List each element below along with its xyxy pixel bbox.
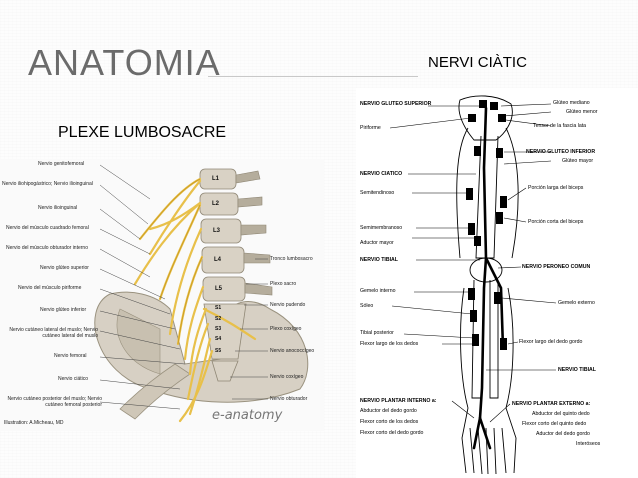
label-nervio-plantar-interno: NERVIO PLANTAR INTERNO a: (360, 398, 437, 404)
label-nervio-ciatico: NERVIO CIATICO (360, 171, 403, 177)
plexus-drawing (94, 164, 309, 423)
leg-drawing (389, 95, 557, 475)
label-nervio-gluteo-inferior: NERVIO GLUTEO INFERIOR (526, 149, 596, 155)
label-semitendinoso: Semitendinoso (360, 190, 395, 196)
vertebra-l1: L1 (212, 176, 220, 182)
label-flexor-largo-dedos: Flexor largo de los dedos (360, 341, 419, 347)
label-interoseos: Interóseos (576, 441, 601, 447)
label-aductor-mayor: Aductor mayor (360, 240, 394, 246)
right-figure-title: NERVI CIÀTIC (428, 54, 527, 71)
label-piriforme-right: Piriforme (360, 125, 381, 131)
label-flexor-corto-quinto-dedo: Flexor corto del quinto dedo (522, 421, 587, 427)
vertebra-s2: S2 (215, 316, 222, 322)
vertebra-l4: L4 (214, 257, 222, 263)
label-gluteo-menor: Glúteo menor (566, 109, 598, 115)
label-piriforme: Nervio del músculo piriforme (18, 285, 82, 291)
muscle-markers (466, 100, 507, 350)
e-anatomy-logo: e-anatomy (212, 408, 283, 423)
vertebra-l3: L3 (213, 228, 221, 234)
label-soleo: Sóleo (360, 303, 374, 309)
label-iliohipogastrico: Nervio iliohipogástrico; Nervio ilioingu… (2, 181, 93, 187)
label-gluteo-superior: Nervio glúteo superior (40, 265, 89, 271)
label-porcion-larga-biceps: Porción larga del biceps (528, 185, 584, 191)
label-flexor-corto-dedo-gordo: Flexor corto del dedo gordo (360, 430, 424, 436)
vertebra-l2: L2 (212, 201, 220, 207)
label-obturador-interno: Nervio del músculo obturador interno (6, 245, 88, 251)
label-ciatico: Nervio ciático (58, 376, 89, 382)
label-cuadrado-femoral: Nervio del músculo cuadrado femoral (6, 225, 89, 231)
label-femoral: Nervio femoral (54, 353, 87, 359)
label-ilioinguinal: Nervio ilioinguinal (38, 205, 78, 211)
label-abductor-dedo-gordo: Abductor del dedo gordo (360, 408, 417, 414)
vertebra-s4: S4 (215, 336, 222, 342)
label-gluteo-mayor: Glúteo mayor (562, 158, 594, 164)
label-obturador: Nervio obturador (270, 396, 308, 402)
label-cutaneo-posterior: Nervio cutáneo posterior del muslo; Nerv… (7, 396, 103, 408)
label-gluteo-mediano: Glúteo mediano (553, 100, 590, 106)
label-tensor-fascia-lata: Tensor de la fascia lata (533, 123, 587, 129)
label-tronco-lumbosacro: Tronco lumbosacro (270, 256, 313, 262)
label-nervio-plantar-externo: NERVIO PLANTAR EXTERNO a: (512, 401, 591, 407)
label-pudendo: Nervio pudendo (270, 302, 306, 308)
title-underline (208, 76, 418, 77)
label-nervio-tibial-right: NERVIO TIBIAL (558, 367, 596, 373)
lumbosacral-plexus-illustration: Nervio genitofemoral Nervio iliohipogást… (0, 159, 324, 431)
leg-outline (456, 95, 519, 475)
label-nervio-tibial-left: NERVIO TIBIAL (360, 257, 398, 263)
label-plexo-coxigeo: Plexo coxígeo (270, 326, 302, 332)
label-nervio-peroneo-comun: NERVIO PERONEO COMUN (522, 264, 591, 270)
vertebral-column (199, 168, 247, 382)
illustration-credit: Illustration: A.Micheau, MD (4, 420, 64, 426)
label-flexor-corto-dedos: Flexor corto de los dedos (360, 419, 419, 425)
vertebra-s5: S5 (215, 348, 222, 354)
label-gluteo-inferior: Nervio glúteo inferior (40, 307, 87, 313)
label-semimembranoso: Semimembranoso (360, 225, 403, 231)
leader-lines-right (389, 103, 557, 423)
label-tibial-posterior: Tibial posterior (360, 330, 394, 336)
label-aductor-dedo-gordo: Aductor del dedo gordo (536, 431, 590, 437)
label-genitofemoral: Nervio genitofemoral (38, 161, 85, 167)
label-cutaneo-lateral: Nervio cutáneo lateral del muslo; Nervio… (9, 327, 98, 339)
leader-lines (99, 164, 268, 410)
vertebra-s1: S1 (215, 305, 222, 311)
left-figure-title: PLEXE LUMBOSACRE (58, 124, 227, 141)
vertebra-s3: S3 (215, 326, 222, 332)
label-gemelo-externo: Gemelo externo (558, 300, 595, 306)
vertebra-l5: L5 (215, 286, 223, 292)
label-porcion-corta-biceps: Porción corta del biceps (528, 219, 584, 225)
label-abductor-quinto-dedo: Abductor del quinto dedo (532, 411, 590, 417)
sciatic-nerve-path (472, 106, 505, 450)
label-anococcigeo: Nervio anococcígeo (270, 348, 315, 354)
label-plexo-sacro: Plexo sacro (270, 281, 297, 287)
label-coxigeo: Nervio coxígeo (270, 374, 304, 380)
label-flexor-largo-dedo-gordo: Flexor largo del dedo gordo (519, 339, 583, 345)
label-gemelo-interno: Gemelo interno (360, 288, 396, 294)
slide-title: ANATOMIA (28, 42, 221, 83)
label-nervio-gluteo-superior: NERVIO GLUTEO SUPERIOR (360, 101, 432, 107)
sciatic-nerve-illustration: NERVIO GLUTEO SUPERIOR Piriforme NERVIO … (356, 88, 638, 478)
